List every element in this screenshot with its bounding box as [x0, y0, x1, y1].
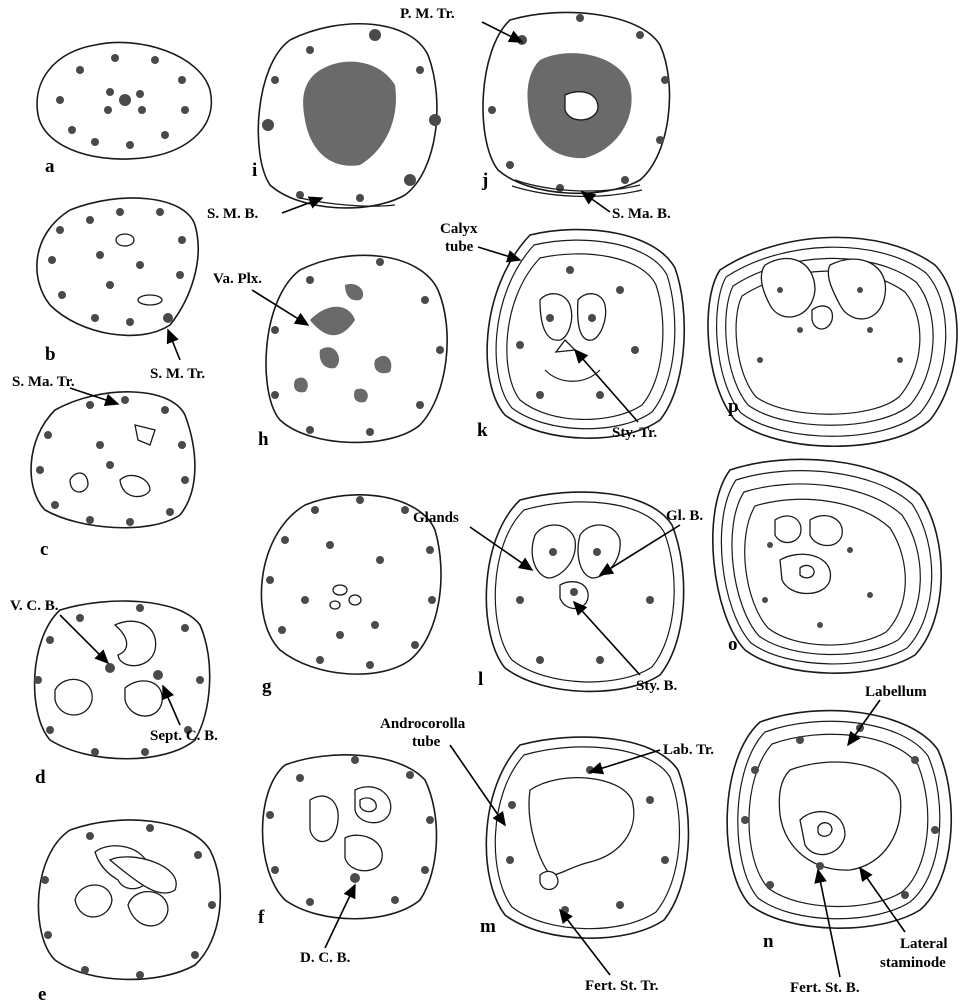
- annotation-staminode: staminode: [880, 955, 946, 971]
- annotation-sty-tr: Sty. Tr.: [612, 425, 657, 441]
- annotation-s-m-b: S. M. B.: [207, 206, 259, 222]
- annotation-va-plx: Va. Plx.: [213, 271, 262, 287]
- arrow-v-c-b: [60, 615, 108, 663]
- panel-label-h: h: [258, 429, 269, 450]
- panel-label-f: f: [258, 907, 265, 928]
- panel-label-k: k: [477, 420, 488, 441]
- panel-label-c: c: [40, 539, 48, 560]
- arrow-calyx-tube: [478, 247, 520, 260]
- panel-label-l: l: [478, 669, 483, 690]
- annotation-s-m-tr: S. M. Tr.: [150, 366, 205, 382]
- arrow-sty-tr: [575, 350, 638, 422]
- panel-label-m: m: [480, 916, 496, 937]
- annotation-s-ma-tr: S. Ma. Tr.: [12, 374, 75, 390]
- section-c: [31, 392, 195, 528]
- arrow-lab-tr: [590, 750, 660, 772]
- arrow-sept-c-b: [163, 686, 180, 725]
- arrow-s-ma-tr: [70, 388, 118, 404]
- arrow-s-m-tr: [168, 330, 180, 360]
- section-a: [37, 42, 211, 159]
- section-h: [266, 255, 447, 442]
- arrow-lateral-staminode: [860, 868, 905, 932]
- annotation-labellum: Labellum: [865, 684, 927, 700]
- annotation-lab-tr: Lab. Tr.: [663, 742, 714, 758]
- panel-label-o: o: [728, 634, 738, 655]
- panel-label-d: d: [35, 767, 46, 788]
- annotation-d-c-b: D. C. B.: [300, 950, 351, 966]
- section-m: [486, 737, 688, 938]
- annotation-fert-st-tr: Fert. St. Tr.: [585, 978, 659, 994]
- annotation-calyx-tube: tube: [445, 239, 474, 255]
- section-e: [38, 820, 220, 979]
- section-p: [708, 237, 957, 446]
- section-i: [258, 24, 441, 208]
- arrow-s-ma-b: [582, 192, 610, 212]
- annotation-s-ma-b: S. Ma. B.: [612, 206, 671, 222]
- section-o: [713, 459, 941, 673]
- annotation-calyx: Calyx: [440, 221, 478, 237]
- panel-label-e: e: [38, 984, 46, 1004]
- arrow-p-m-tr: [482, 22, 522, 42]
- annotation-sty-b: Sty. B.: [636, 678, 678, 694]
- annotation-sept-c-b: Sept. C. B.: [150, 728, 218, 744]
- annotation-glands: Glands: [413, 510, 459, 526]
- arrow-fert-st-b: [818, 870, 840, 977]
- panel-label-n: n: [763, 931, 774, 952]
- arrow-sty-b: [574, 602, 640, 675]
- section-b: [37, 198, 198, 335]
- section-f: [263, 755, 437, 919]
- section-l: [486, 492, 683, 691]
- panel-label-p: p: [728, 396, 739, 417]
- section-k: [487, 230, 684, 439]
- annotation-gl-b: Gl. B.: [666, 508, 703, 524]
- annotation-v-c-b: V. C. B.: [10, 598, 59, 614]
- annotation-lateral: Lateral: [900, 936, 947, 952]
- panel-label-g: g: [262, 676, 272, 697]
- annotation-androcorolla: Androcorolla: [380, 716, 466, 732]
- annotation-fert-st-b: Fert. St. B.: [790, 980, 860, 996]
- annotation-androcorolla-tube: tube: [412, 734, 441, 750]
- section-j: [483, 12, 670, 196]
- annotation-p-m-tr: P. M. Tr.: [400, 6, 455, 22]
- panel-label-i: i: [252, 160, 257, 181]
- panel-label-b: b: [45, 344, 56, 365]
- panel-label-j: j: [481, 170, 488, 191]
- panel-label-a: a: [45, 156, 55, 177]
- arrow-glands: [470, 527, 532, 570]
- arrow-fert-st-tr: [560, 910, 610, 975]
- section-n: [727, 711, 951, 929]
